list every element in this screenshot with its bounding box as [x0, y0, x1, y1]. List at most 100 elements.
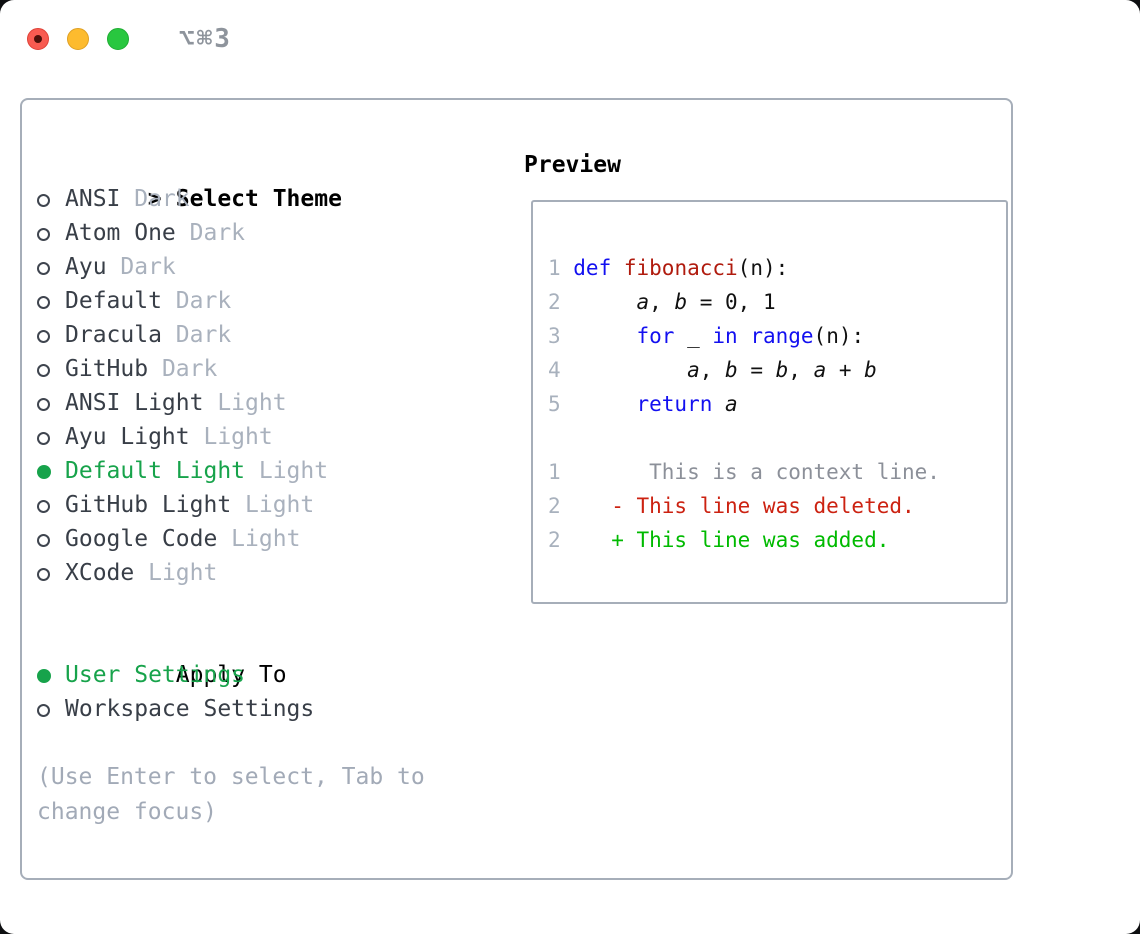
theme-name: Default Light — [65, 458, 246, 484]
close-button[interactable] — [27, 28, 49, 50]
code-line: 2 a, b = 0, 1 — [548, 285, 996, 319]
line-number: 2 — [548, 494, 561, 518]
code-line: 4 a, b = b, a + b — [548, 353, 996, 387]
code-segment: _ — [674, 324, 713, 348]
radio-selected-icon — [37, 658, 65, 692]
code-segment — [712, 392, 725, 416]
apply-option-label: User Settings — [65, 662, 246, 688]
focus-caret-icon: > — [147, 186, 162, 212]
code-segment: fibonacci — [623, 256, 738, 280]
spacer — [37, 590, 502, 624]
radio-icon — [37, 318, 65, 352]
code-segment — [573, 392, 636, 416]
theme-variant: Light — [189, 424, 273, 450]
window-title: ⌥⌘3 — [179, 24, 232, 54]
apply-option[interactable]: Workspace Settings — [37, 692, 502, 726]
code-segment: a — [687, 358, 700, 382]
code-segment: a — [725, 392, 738, 416]
line-number: 3 — [548, 324, 561, 348]
theme-option[interactable]: Atom One Dark — [37, 216, 502, 250]
theme-variant: Light — [217, 526, 301, 552]
theme-name: GitHub Light — [65, 492, 232, 518]
code-segment — [573, 358, 687, 382]
theme-name: ANSI — [65, 186, 121, 212]
apply-option-label: Workspace Settings — [65, 696, 315, 722]
radio-icon — [37, 250, 65, 284]
code-segment: - This line was deleted. — [573, 494, 915, 518]
theme-option[interactable]: Dracula Dark — [37, 318, 502, 352]
radio-icon — [37, 352, 65, 386]
radio-icon — [37, 182, 65, 216]
theme-list-header: >Select Theme — [37, 148, 502, 212]
theme-name: ANSI Light — [65, 390, 204, 416]
code-segment: a — [813, 358, 827, 382]
theme-name: Ayu — [65, 254, 107, 280]
theme-option[interactable]: XCode Light — [37, 556, 502, 590]
code-segment: for — [636, 324, 675, 348]
theme-name: Ayu Light — [65, 424, 190, 450]
theme-option[interactable]: GitHub Dark — [37, 352, 502, 386]
theme-option[interactable]: ANSI Dark — [37, 182, 502, 216]
code-segment — [611, 256, 624, 280]
theme-variant: Dark — [161, 322, 232, 348]
code-segment — [573, 324, 636, 348]
theme-name: GitHub — [65, 356, 149, 382]
theme-option[interactable]: Google Code Light — [37, 522, 502, 556]
line-number: 1 — [548, 460, 561, 484]
theme-name: Atom One — [65, 220, 176, 246]
help-text: (Use Enter to select, Tab to change focu… — [37, 764, 425, 825]
radio-icon — [37, 420, 65, 454]
close-dot-icon — [34, 35, 42, 43]
diff-line: 2 + This line was added. — [548, 523, 996, 557]
theme-variant: Dark — [175, 220, 246, 246]
code-segment — [573, 290, 636, 314]
theme-variant: Light — [203, 390, 287, 416]
diff-line: 2 - This line was deleted. — [548, 489, 996, 523]
theme-option[interactable]: Ayu Dark — [37, 250, 502, 284]
code-segment: , — [699, 358, 726, 382]
code-segment: b — [864, 358, 877, 382]
code-segment: (n): — [813, 324, 865, 348]
theme-option[interactable]: GitHub Light Light — [37, 488, 502, 522]
code-segment: in — [712, 324, 738, 348]
code-line: 5 return a — [548, 387, 996, 421]
line-number: 2 — [548, 528, 561, 552]
code-segment: , — [649, 290, 675, 314]
theme-variant: Light — [245, 458, 329, 484]
code-segment: b — [725, 358, 738, 382]
line-number: 2 — [548, 290, 561, 314]
radio-icon — [37, 556, 65, 590]
theme-variant: Light — [134, 560, 218, 586]
theme-option[interactable]: Default Dark — [37, 284, 502, 318]
theme-name: Dracula — [65, 322, 162, 348]
apply-option[interactable]: User Settings — [37, 658, 502, 692]
code-line: 3 for _ in range(n): — [548, 319, 996, 353]
code-segment — [738, 324, 751, 348]
preview-title: Preview — [524, 152, 621, 178]
theme-variant: Dark — [106, 254, 176, 280]
code-segment: def — [573, 256, 612, 280]
minimize-button[interactable] — [67, 28, 89, 50]
radio-selected-icon — [37, 454, 65, 488]
theme-variant: Dark — [161, 288, 232, 314]
code-segment: + This line was added. — [573, 528, 890, 552]
zoom-button[interactable] — [107, 28, 129, 50]
theme-option[interactable]: ANSI Light Light — [37, 386, 502, 420]
theme-variant: Light — [231, 492, 315, 518]
theme-name: XCode — [65, 560, 135, 586]
code-segment: + — [826, 358, 865, 382]
theme-option[interactable]: Default Light Light — [37, 454, 502, 488]
theme-name: Default — [65, 288, 162, 314]
theme-option[interactable]: Ayu Light Light — [37, 420, 502, 454]
code-segment: , — [788, 358, 814, 382]
radio-icon — [37, 522, 65, 556]
radio-icon — [37, 284, 65, 318]
apply-to-header: Apply To — [37, 624, 502, 688]
